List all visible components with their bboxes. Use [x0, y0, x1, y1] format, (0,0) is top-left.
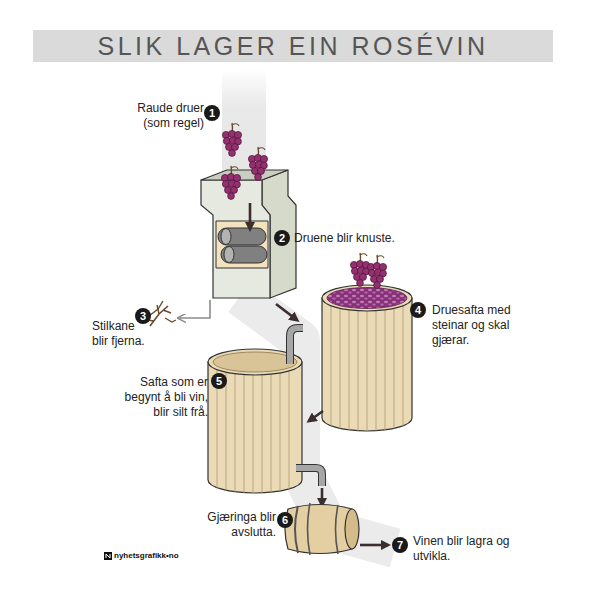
- tank-opening: [213, 352, 297, 372]
- callout-circle: 5Safta som er begynt å bli vin, blir sil…: [211, 373, 227, 389]
- callout-circle: 3Stilkane blir fjerna.: [135, 308, 151, 324]
- callout-circle: 2Druene blir knuste.: [274, 230, 290, 246]
- tank-rim: [322, 285, 412, 311]
- barrel-hoop: [336, 505, 339, 554]
- callout-number: 6: [277, 512, 293, 528]
- removal-arrow: [178, 300, 210, 318]
- title: SLIK LAGER EIN ROSÉVIN: [33, 30, 553, 62]
- step-description: Druene blir knuste.: [294, 231, 434, 246]
- stem: [150, 306, 168, 326]
- callout-circle: 7Vinen blir lagra og utvikla.: [392, 537, 408, 553]
- grape-cluster: [221, 166, 240, 199]
- roller: [218, 228, 266, 245]
- step-description: Vinen blir lagra og utvikla.: [413, 534, 525, 564]
- callout-number: 2: [274, 230, 290, 246]
- grape-must: [327, 288, 407, 309]
- callout-number: 5: [211, 373, 227, 389]
- callout-number: 1: [204, 105, 220, 121]
- step-description: Raude druer (som regel): [122, 101, 204, 131]
- grape-cluster: [350, 253, 369, 286]
- grape-cluster: [222, 123, 241, 156]
- crusher-window: [216, 221, 268, 268]
- stem: [163, 310, 171, 313]
- title-band: [33, 30, 553, 62]
- tank-body: [208, 362, 302, 493]
- pipe: [296, 468, 322, 486]
- roller-end: [224, 247, 234, 263]
- tank-staves: [331, 300, 403, 440]
- crusher: [201, 170, 296, 298]
- crusher-front: [201, 180, 270, 298]
- roller: [221, 246, 267, 263]
- grape-stems: [147, 301, 176, 326]
- callout-number: 4: [410, 302, 426, 318]
- crusher-hopper: [201, 170, 288, 180]
- tank-staves: [217, 364, 289, 500]
- stem: [165, 318, 176, 322]
- pipe-outline: [290, 328, 303, 364]
- grape-cluster: [248, 147, 267, 180]
- draining-tank: [208, 328, 303, 500]
- barrel-hoop: [295, 506, 298, 553]
- roller-end: [221, 229, 231, 245]
- step-description: Gjæringa blir avslutta.: [194, 510, 276, 540]
- stem: [149, 301, 163, 316]
- flow-arrow: [360, 544, 388, 547]
- callout-circle: 4Druesafta med steinar og skal gjærar.: [410, 302, 426, 318]
- watermark: nyhetsgrafikk•no: [114, 551, 179, 560]
- wine-barrel: [285, 503, 359, 555]
- step-description: Stilkane blir fjerna.: [92, 319, 148, 349]
- step-description: Safta som er begynt å bli vin, blir silt…: [114, 375, 208, 420]
- barrel-hoop: [308, 503, 311, 555]
- flow-arrow: [321, 488, 324, 505]
- flow-arrow: [276, 304, 297, 320]
- grape-cluster: [367, 255, 386, 288]
- flow-arrow: [309, 411, 323, 421]
- logo-mark: [106, 554, 110, 558]
- callout-number: 3: [135, 308, 151, 324]
- callout-circle: 6Gjæringa blir avslutta.: [277, 512, 293, 528]
- pipe: [290, 328, 303, 364]
- fermentation-tank: [322, 253, 412, 440]
- barrel-body: [285, 505, 352, 554]
- pipe-outline: [296, 468, 322, 486]
- logo-mark: [104, 552, 112, 560]
- barrel-end: [345, 509, 359, 549]
- callout-number: 7: [392, 537, 408, 553]
- flow-arrow: [249, 203, 252, 229]
- step-description: Druesafta med steinar og skal gjærar.: [432, 303, 522, 348]
- callout-circle: 1Raude druer (som regel): [204, 105, 220, 121]
